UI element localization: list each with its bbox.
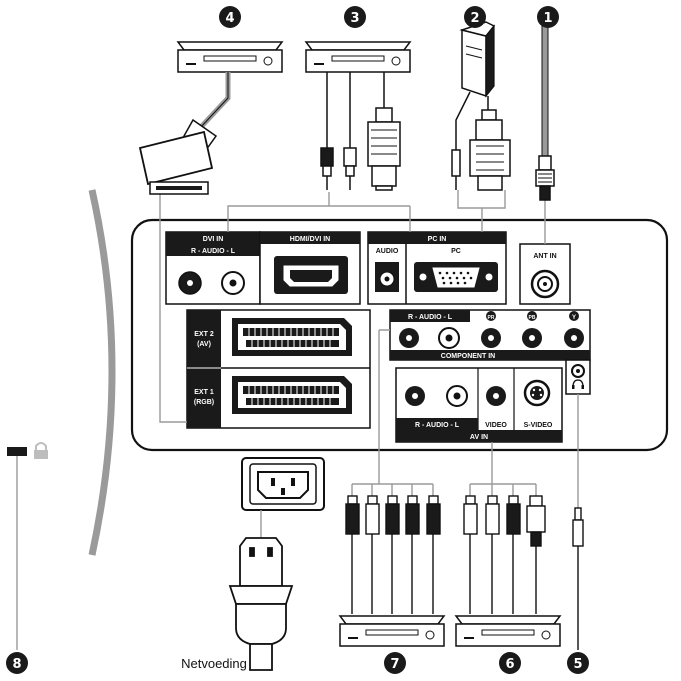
svg-text:3: 3 — [350, 11, 359, 26]
callout-8: 8 — [6, 652, 28, 674]
power-plug — [228, 537, 294, 671]
component-pb-label: PB — [529, 315, 536, 321]
device-3-player — [304, 41, 412, 73]
audio-cables-3 — [320, 72, 357, 190]
power-label: Netvoeding — [181, 656, 247, 671]
dvi-audio-label: R - AUDIO - L — [191, 248, 236, 255]
pc-in-block: PC IN AUDIO PC — [367, 231, 507, 305]
component-in-label: COMPONENT IN — [441, 353, 495, 360]
av-audio-label: R - AUDIO - L — [415, 422, 460, 429]
ext1-scart-port[interactable] — [232, 376, 352, 414]
dvi-in-block: DVI IN R - AUDIO - L — [165, 231, 261, 305]
callout-3: 3 — [344, 6, 366, 28]
headphone-plug — [572, 507, 584, 650]
headphone-block — [565, 359, 591, 395]
svg-text:4: 4 — [225, 11, 234, 26]
av-plugs — [463, 495, 546, 614]
ext2-scart-port[interactable] — [232, 318, 352, 356]
lock-icon — [34, 442, 48, 459]
pc-label: PC — [451, 248, 461, 255]
ant-in-label: ANT IN — [533, 253, 556, 260]
pc-audio-cable — [451, 91, 471, 190]
ext2-label-line2: (AV) — [197, 341, 211, 348]
component-in-block: R - AUDIO - L PR PB Y COMPONENT IN — [389, 309, 591, 361]
scart-cable — [198, 72, 231, 130]
scart-block: EXT 2 (AV) EXT 1 (RGB) — [186, 309, 371, 429]
ext1-label-line1: EXT 1 — [194, 389, 214, 396]
hdmi-dvi-in-label: HDMI/DVI IN — [290, 236, 330, 243]
vga-cable-plug — [469, 96, 511, 191]
kensington-slot — [7, 447, 27, 456]
pc-audio-label: AUDIO — [376, 248, 399, 255]
callout-7: 7 — [384, 652, 406, 674]
device-2-pc — [459, 21, 496, 98]
callout-5: 5 — [567, 652, 589, 674]
hdmi-dvi-in-block: HDMI/DVI IN — [259, 231, 361, 305]
hdmi-cable-plug — [367, 72, 401, 191]
ext1-label-line2: (RGB) — [194, 399, 214, 406]
callout-4: 4 — [219, 6, 241, 28]
antenna-cable — [535, 25, 555, 201]
component-y-label: Y — [572, 315, 576, 321]
device-6-player — [454, 615, 562, 647]
video-label: VIDEO — [485, 422, 507, 429]
component-plugs — [345, 495, 441, 614]
tv-side-curve — [88, 189, 116, 556]
callout-1: 1 — [537, 6, 559, 28]
svg-text:7: 7 — [390, 657, 399, 672]
component-pr-label: PR — [488, 315, 495, 321]
component-audio-label: R - AUDIO - L — [408, 314, 453, 321]
svg-text:2: 2 — [470, 11, 479, 26]
svg-text:8: 8 — [12, 657, 21, 672]
scart-plug — [138, 118, 218, 195]
pc-in-label: PC IN — [428, 236, 447, 243]
s-video-label: S-VIDEO — [524, 422, 553, 429]
ext2-label-line1: EXT 2 — [194, 331, 214, 338]
device-7-player — [338, 615, 446, 647]
svg-text:1: 1 — [543, 11, 552, 26]
ant-in-block: ANT IN — [519, 243, 571, 305]
callout-6: 6 — [499, 652, 521, 674]
dvi-in-label: DVI IN — [203, 236, 224, 243]
routing-lines — [159, 190, 579, 508]
callout-2: 2 — [464, 6, 486, 28]
svg-text:6: 6 — [505, 657, 514, 672]
device-4-player — [176, 41, 284, 73]
headphone-icon — [572, 379, 584, 388]
svg-text:5: 5 — [573, 657, 582, 672]
av-in-block: R - AUDIO - L VIDEO S-VIDEO AV IN — [395, 367, 563, 443]
av-in-label: AV IN — [470, 434, 488, 441]
power-inlet — [241, 457, 325, 511]
